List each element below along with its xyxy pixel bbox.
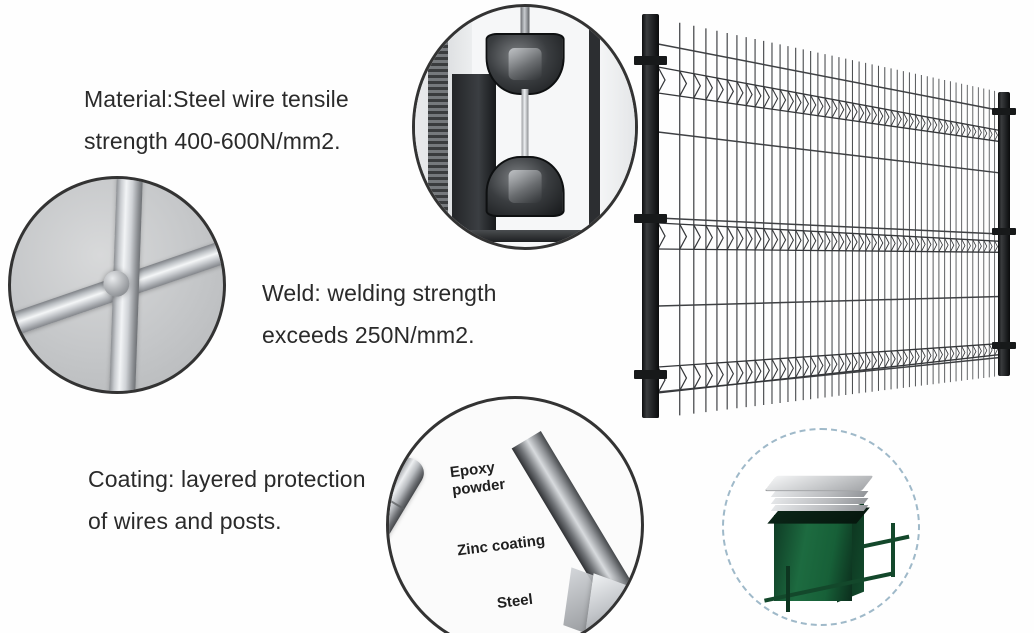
tester-right-panel: [599, 7, 635, 247]
fence-bracket-right-top: [992, 108, 1016, 115]
wire-layer-seam-2: [386, 524, 387, 541]
coating-label-steel: Steel: [496, 590, 534, 613]
post-cap-inset: [722, 428, 920, 626]
tester-control-tower: [452, 74, 497, 243]
tester-lower-grip: [485, 155, 565, 218]
coating-layers-inset: Epoxy powder Zinc coating Steel: [386, 396, 644, 633]
coating-label-epoxy: Epoxy powder: [449, 458, 507, 500]
tester-rack: [428, 21, 448, 228]
post-layer-outer: [585, 573, 641, 633]
fence-v-bend-band: [657, 342, 1004, 394]
fence-bracket-right-mid: [992, 228, 1016, 235]
callout-coating: Coating: layered protection of wires and…: [88, 466, 366, 534]
tester-base: [454, 230, 596, 243]
cap-rib-3: [770, 504, 869, 511]
fence-horizontal-wires: [657, 43, 1001, 393]
post-clip-wire-vertical: [890, 523, 895, 578]
post-cap-icon: [765, 475, 874, 490]
fence-v-bend-band: [657, 222, 1004, 253]
fence-mesh-svg: [657, 18, 1004, 418]
wire-layer-seam-1: [389, 493, 406, 511]
lower-jaw: [508, 170, 542, 203]
callout-weld: Weld: welding strength exceeds 250N/mm2.: [262, 280, 497, 348]
fence-bracket-right-bottom: [992, 342, 1016, 349]
fence-bracket-left-bottom: [634, 370, 667, 379]
callout-material: Material:Steel wire tensile strength 400…: [84, 86, 349, 154]
fence-v-bends: [657, 66, 1004, 394]
post-clip-bracket: [786, 565, 791, 613]
fence-vertical-wires: [657, 18, 1001, 418]
weld-node-icon: [103, 270, 130, 297]
cap-rib-1: [770, 491, 869, 498]
tester-ram: [520, 7, 530, 46]
tensile-test-inset: [412, 4, 638, 250]
cap-rib-2: [770, 497, 869, 505]
fence-panel-illustration: [628, 0, 1034, 430]
fence-bracket-left-mid: [634, 214, 667, 223]
fence-bracket-left-top: [634, 56, 667, 65]
weld-closeup-inset: [8, 176, 226, 394]
wire-specimen: [521, 88, 529, 171]
upper-jaw: [508, 48, 542, 81]
fence-v-bend-band: [657, 66, 1004, 143]
tester-column: [588, 7, 600, 247]
tester-upper-grip: [485, 33, 565, 95]
wire-shaft: [386, 453, 430, 623]
